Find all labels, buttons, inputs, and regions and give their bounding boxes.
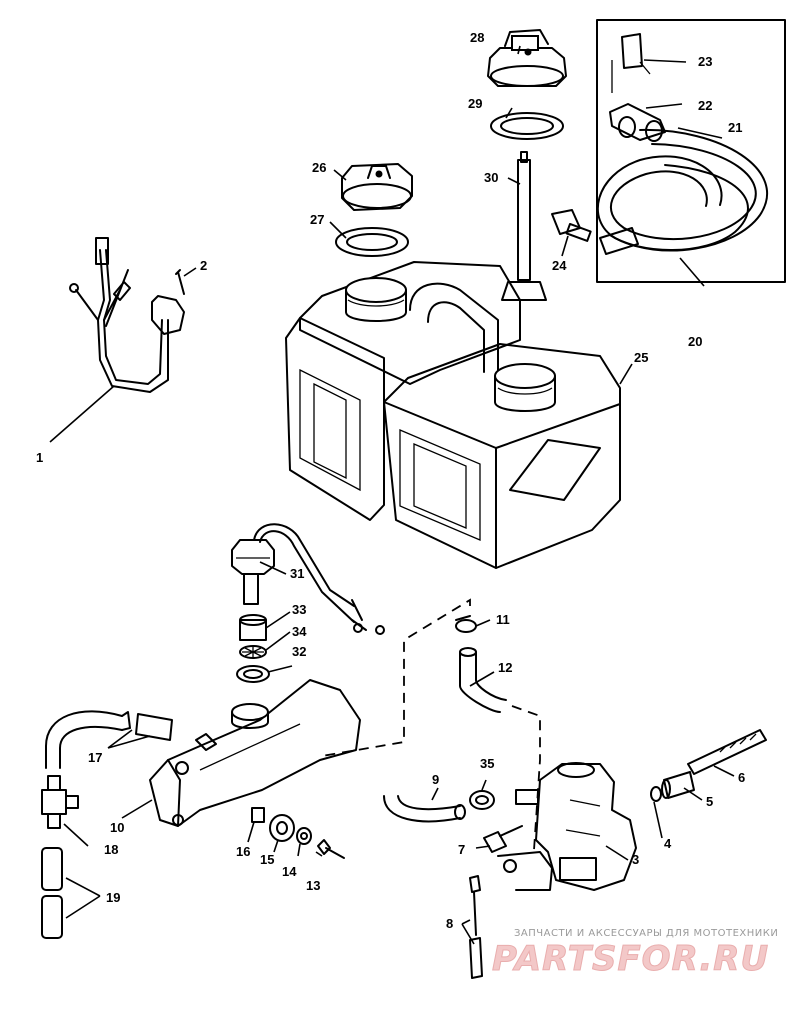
leader-lines — [49, 45, 735, 945]
oil-pump-3 — [497, 762, 637, 891]
callout-labels: 1 2 3 4 5 6 7 8 9 10 11 12 13 14 15 16 1… — [36, 30, 745, 931]
link-rod-8 — [469, 875, 483, 979]
callout-9: 9 — [432, 772, 439, 787]
callout-11: 11 — [496, 612, 510, 627]
dashed-routing-line — [321, 598, 471, 757]
callout-1: 1 — [36, 450, 43, 465]
drive-shaft-6 — [687, 729, 767, 775]
callout-6: 6 — [738, 770, 745, 785]
o-ring-4 — [650, 786, 662, 802]
callout-30: 30 — [484, 170, 498, 185]
callout-26: 26 — [312, 160, 326, 175]
fitting-24 — [551, 209, 592, 242]
callout-19: 19 — [106, 890, 120, 905]
gasket-27 — [335, 227, 409, 257]
watermark-brand: PARTSFOR.RU — [492, 939, 769, 979]
washer-14 — [296, 827, 312, 845]
callout-25: 25 — [634, 350, 648, 365]
remote-fill-kit-box — [596, 19, 786, 283]
callout-16: 16 — [236, 844, 250, 859]
hose-17 — [45, 710, 173, 769]
callout-27: 27 — [310, 212, 324, 227]
wiring-harness-1 — [69, 237, 185, 393]
callout-29: 29 — [468, 96, 482, 111]
oil-tank-25 — [285, 261, 621, 569]
callout-4: 4 — [664, 836, 672, 851]
callout-10: 10 — [110, 820, 124, 835]
bushing-5 — [661, 771, 695, 799]
callout-7: 7 — [458, 842, 465, 857]
hose-19 — [41, 847, 63, 939]
gasket-29 — [490, 112, 564, 140]
clamp-11 — [455, 615, 477, 633]
callout-23: 23 — [698, 54, 712, 69]
clamp-35 — [469, 790, 495, 810]
callout-21: 21 — [728, 120, 742, 135]
dashed-routing-line — [511, 705, 541, 851]
gauge-sender-cap — [487, 29, 567, 87]
callout-35: 35 — [480, 756, 494, 771]
watermark-tagline: ЗАПЧАСТИ И АКСЕССУАРЫ ДЛЯ МОТОТЕХНИКИ — [514, 928, 778, 939]
callout-20: 20 — [688, 334, 702, 349]
callout-18: 18 — [104, 842, 118, 857]
callout-31: 31 — [290, 566, 304, 581]
hose-12 — [459, 647, 507, 713]
callout-12: 12 — [498, 660, 512, 675]
callout-8: 8 — [446, 916, 453, 931]
grommet-15 — [269, 814, 295, 842]
bolt-7 — [483, 825, 523, 853]
callout-32: 32 — [292, 644, 306, 659]
callout-34: 34 — [292, 624, 307, 639]
watermark: ЗАПЧАСТИ И АКСЕССУАРЫ ДЛЯ МОТОТЕХНИКИ PA… — [492, 928, 778, 980]
callout-2: 2 — [200, 258, 207, 273]
tee-fitting-18 — [41, 775, 79, 829]
callout-14: 14 — [282, 864, 297, 879]
callout-33: 33 — [292, 602, 306, 617]
gasket-32 — [236, 665, 270, 683]
screen-34 — [239, 645, 267, 659]
spacer-16 — [251, 807, 265, 823]
pickup-tube-30 — [501, 151, 547, 301]
callout-13: 13 — [306, 878, 320, 893]
callout-17: 17 — [88, 750, 102, 765]
callout-22: 22 — [698, 98, 712, 113]
oil-reservoir-10 — [149, 679, 361, 827]
filler-cap-26 — [341, 163, 413, 211]
callout-15: 15 — [260, 852, 274, 867]
hose-9 — [383, 795, 466, 823]
callout-3: 3 — [632, 852, 639, 867]
screw-13 — [317, 839, 345, 859]
oil-level-sensor-31 — [231, 523, 385, 635]
grommet-33 — [239, 614, 267, 641]
callout-28: 28 — [470, 30, 484, 45]
callout-5: 5 — [706, 794, 713, 809]
callout-24: 24 — [552, 258, 567, 273]
